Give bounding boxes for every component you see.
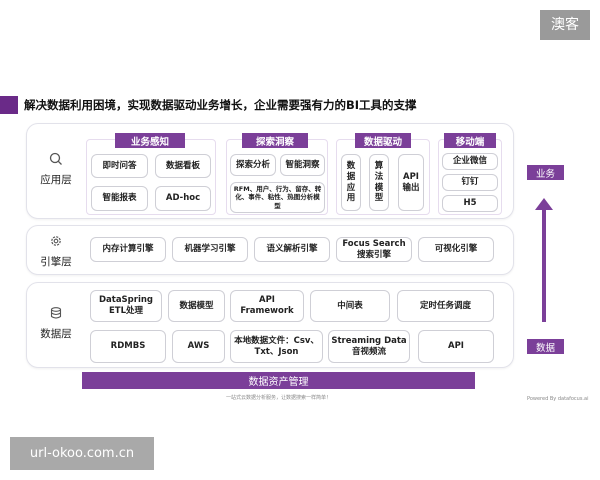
business-section-head: 业务感知	[115, 133, 185, 148]
dashboard-box: 数据看板	[155, 154, 211, 178]
data-tag: 数据	[527, 339, 564, 354]
instant-qa-box: 即时问答	[91, 154, 148, 178]
gear-icon	[26, 234, 86, 252]
data-layer-label: 数据层	[40, 328, 72, 340]
drive-section-head: 数据驱动	[355, 133, 411, 148]
data-model-box: 数据模型	[168, 290, 225, 322]
data-application-box: 数据应用	[341, 154, 361, 211]
upward-arrow	[535, 198, 553, 322]
focus-search-engine-box: Focus Search 搜索引擎	[336, 237, 412, 262]
title-accent-bar	[0, 96, 18, 114]
algorithm-model-box: 算法模型	[369, 154, 389, 211]
smart-insight-box: 智能洞察	[280, 154, 325, 176]
rdmbs-box: RDMBS	[90, 330, 166, 363]
page-title: 解决数据利用困境，实现数据驱动业务增长，企业需要强有力的BI工具的支撑	[24, 98, 417, 112]
api-source-box: API	[418, 330, 494, 363]
app-layer-label: 应用层	[40, 174, 72, 186]
scheduled-task-box: 定时任务调度	[397, 290, 494, 322]
memory-engine-box: 内存计算引擎	[90, 237, 166, 262]
intermediate-table-box: 中间表	[310, 290, 390, 322]
data-asset-management-bar: 数据资产管理	[82, 372, 475, 389]
semantic-engine-box: 语义解析引擎	[254, 237, 330, 262]
watermark-url: url-okoo.com.cn	[10, 437, 154, 470]
dingtalk-box: 钉钉	[442, 174, 498, 191]
explore-section-head: 探索洞察	[242, 133, 308, 148]
api-output-box: API输出	[398, 154, 424, 211]
adhoc-box: AD-hoc	[155, 186, 211, 211]
watermark-logo: 澳客	[540, 10, 590, 40]
smart-report-box: 智能报表	[91, 186, 148, 211]
caption: 一站式云数据分析服务，让数据搜索一样简单！	[225, 395, 331, 401]
visual-engine-box: 可视化引擎	[418, 237, 494, 262]
engine-layer-label: 引擎层	[40, 256, 72, 268]
etl-box: DataSpring ETL处理	[90, 290, 162, 322]
business-tag: 业务	[527, 165, 564, 180]
analysis-models-box: RFM、用户、行为、留存、转化、事件、粘性、热图分析模型	[230, 182, 325, 213]
powered-by: Powered By datafocus.ai	[527, 396, 589, 402]
streaming-box: Streaming Data音视频流	[328, 330, 410, 363]
aws-box: AWS	[172, 330, 225, 363]
h5-box: H5	[442, 195, 498, 212]
search-icon	[26, 152, 86, 170]
local-file-box: 本地数据文件：Csv、Txt、Json	[230, 330, 323, 363]
wecom-box: 企业微信	[442, 153, 498, 170]
explore-analysis-box: 探索分析	[230, 154, 276, 176]
ml-engine-box: 机器学习引擎	[172, 237, 248, 262]
database-icon	[26, 306, 86, 324]
mobile-section-head: 移动端	[444, 133, 496, 148]
api-framework-box: API Framework	[230, 290, 304, 322]
